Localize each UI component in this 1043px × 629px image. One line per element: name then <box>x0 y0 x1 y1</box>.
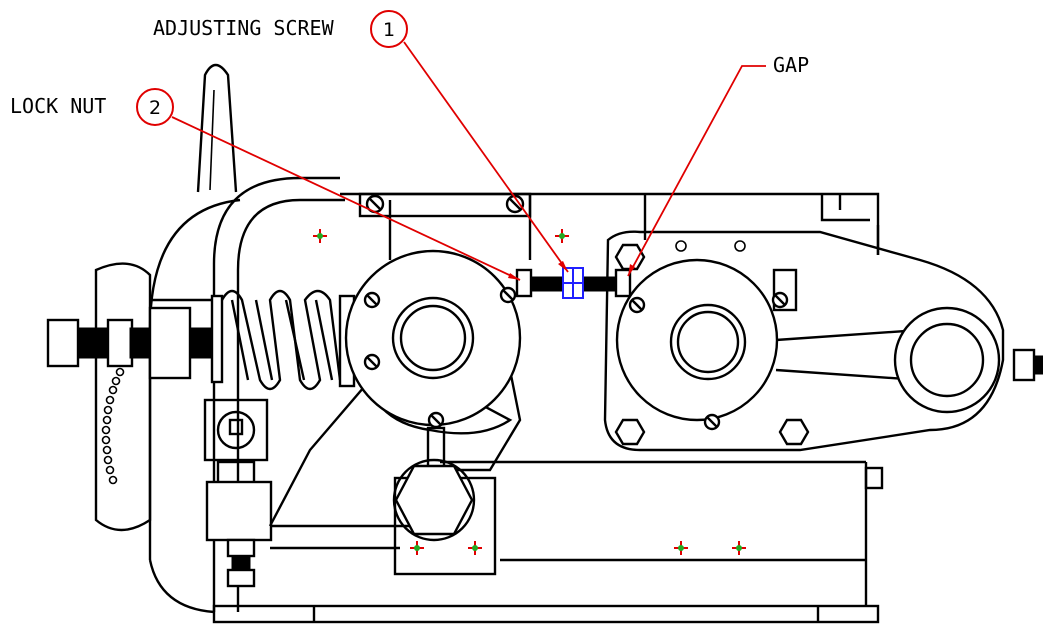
callout-label: ADJUSTING SCREW <box>153 16 335 40</box>
callout-bubble <box>136 88 174 126</box>
compression-spring <box>220 289 356 391</box>
gap-label: GAP <box>773 53 809 77</box>
reference-markers <box>313 229 746 555</box>
callout-number: 2 <box>149 97 161 119</box>
chain-links <box>101 367 125 485</box>
callout-adjusting-screw: ADJUSTING SCREW 1 <box>153 10 569 273</box>
callout-gap: GAP <box>627 53 809 277</box>
left-adjuster <box>46 262 224 532</box>
key-block <box>203 398 273 588</box>
marker <box>313 229 327 243</box>
adjusting-screw <box>515 267 632 299</box>
leader-line <box>403 41 569 273</box>
handle <box>196 63 238 193</box>
left-cam <box>268 249 522 542</box>
top-plate <box>358 192 532 218</box>
right-cam-plate <box>603 230 1043 452</box>
callout-label: LOCK NUT <box>10 94 106 118</box>
marker <box>468 541 482 555</box>
callout-lock-nut: LOCK NUT 2 <box>10 88 521 281</box>
callout-bubble <box>370 10 408 48</box>
marker <box>732 541 746 555</box>
marker <box>674 541 688 555</box>
marker <box>410 541 424 555</box>
marker <box>555 229 569 243</box>
callout-number: 1 <box>383 19 395 41</box>
leader-line <box>171 116 521 281</box>
leader-line <box>627 65 766 277</box>
